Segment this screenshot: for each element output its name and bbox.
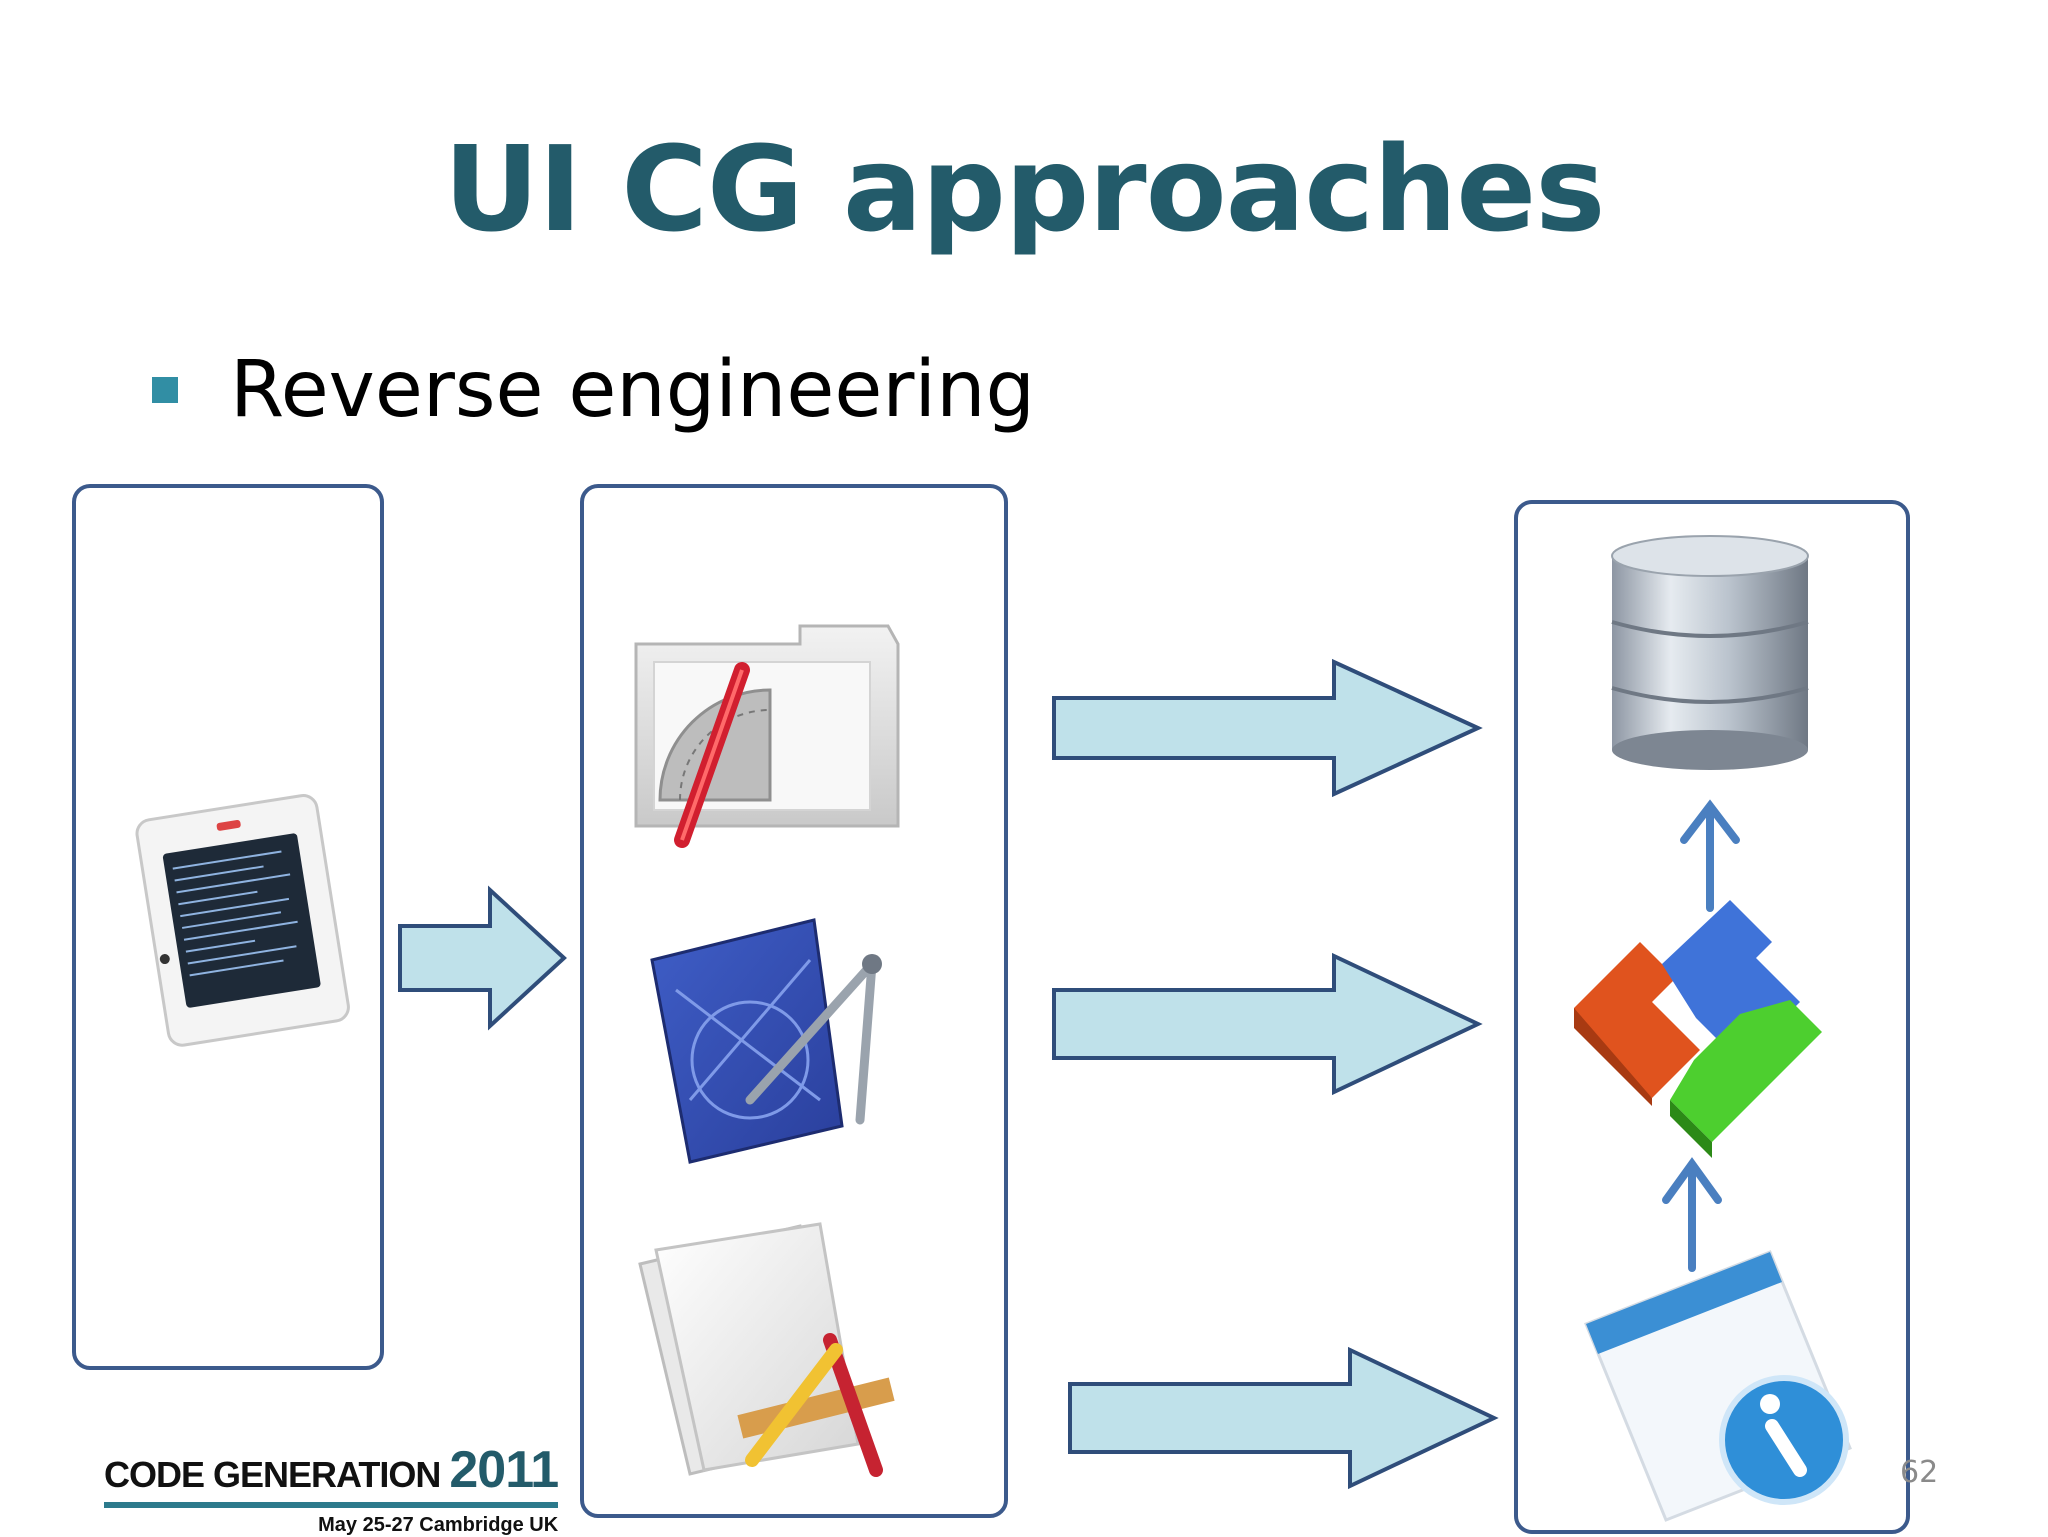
components-puzzle-icon (1574, 900, 1822, 1158)
arrow-device-to-design (398, 885, 567, 1031)
logo-main-text: CODE GENERATION 2011 (104, 1440, 559, 1508)
bullet-square-icon (152, 377, 178, 403)
logo-subtitle: May 25-27 Cambridge UK (318, 1514, 559, 1536)
logo-name: CODE GENERATION (104, 1454, 441, 1495)
arrow-to-components (1052, 952, 1483, 1096)
blueprint-icon (650, 918, 882, 1164)
info-document-icon (1584, 1250, 1852, 1522)
database-icon (1611, 535, 1809, 770)
arrow-to-database (1052, 658, 1483, 798)
app-design-document-icon (638, 1222, 895, 1477)
logo-year: 2011 (449, 1441, 559, 1499)
arrow-to-info-document (1068, 1346, 1499, 1490)
design-folder-icon (634, 624, 900, 848)
bullet-item: Reverse engineering (152, 345, 1035, 435)
slide-title: UI CG approaches (443, 120, 1605, 258)
small-arrow-up-lower (1662, 1157, 1722, 1272)
small-arrow-up-upper (1680, 799, 1740, 912)
embedded-device-icon (135, 794, 350, 1047)
page-number: 62 (1900, 1455, 1939, 1490)
conference-logo: CODE GENERATION 2011 May 25-27 Cambridge… (104, 1440, 559, 1537)
bullet-text: Reverse engineering (230, 345, 1036, 435)
